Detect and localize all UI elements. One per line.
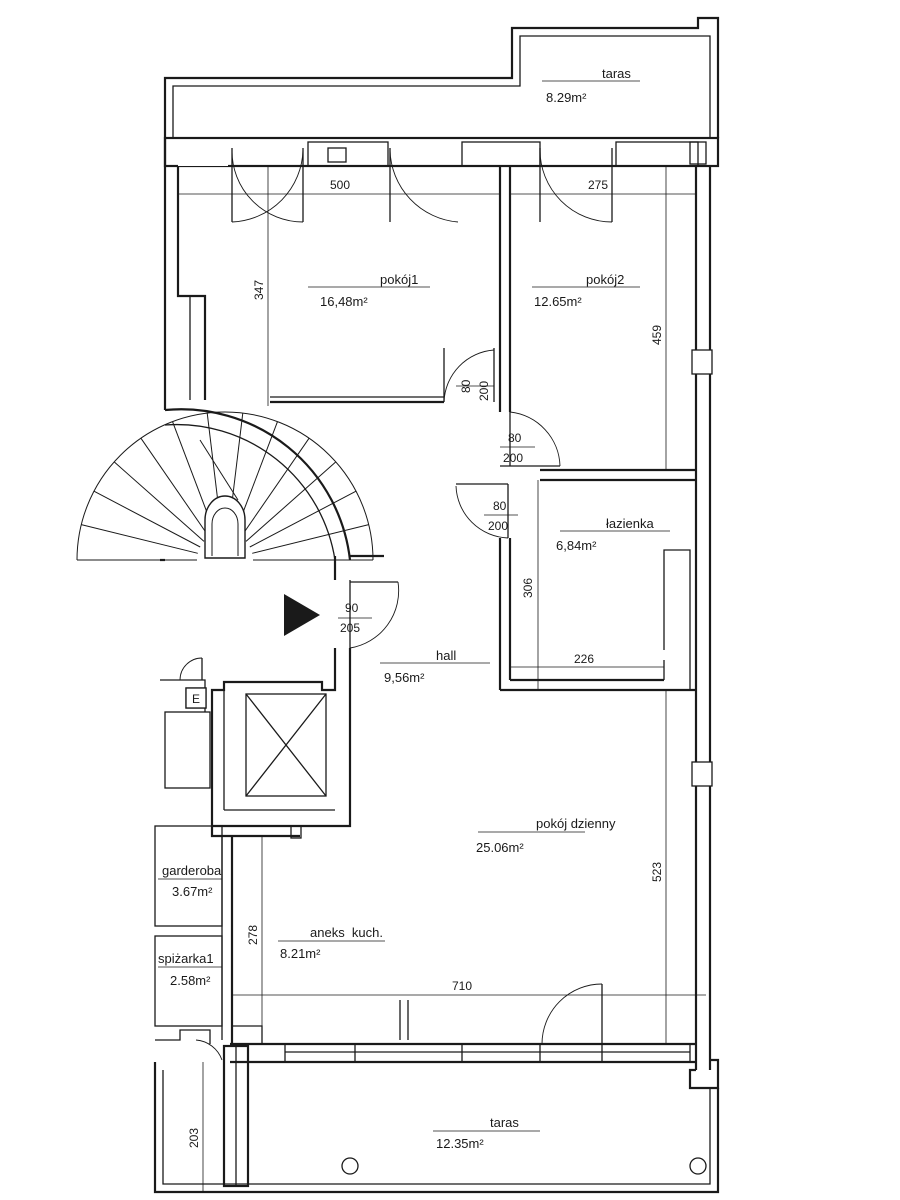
room-area-pokoj1: 16,48m² [320, 294, 368, 309]
doors [179, 148, 691, 1062]
door-lazienka-height: 200 [488, 519, 508, 533]
stair-core-inner [211, 507, 239, 556]
dimension-pokoj1-depth: 347 [252, 280, 266, 300]
dimension-dzienny-depth: 523 [650, 862, 664, 882]
stair-tread [252, 524, 369, 554]
stair-tread [93, 490, 201, 548]
symbols: E [185, 594, 320, 709]
room-name-lazienka: łazienka [606, 516, 654, 531]
room-name-pokoj1: pokój1 [380, 272, 418, 287]
interior-walls [154, 166, 696, 1044]
stair-tread [249, 490, 357, 548]
outer-walls [153, 16, 720, 1194]
door-lazienka-width: 80 [493, 499, 507, 513]
room-name-aneks-kuchenny: aneks kuch. [310, 925, 383, 940]
dimension-total-width: 710 [452, 979, 472, 993]
room-area-garderoba: 3.67m² [172, 884, 213, 899]
room-area-pokoj-dzienny: 25.06m² [476, 840, 524, 855]
stair-tread [113, 461, 205, 542]
door-entrance-height: 205 [340, 621, 360, 635]
dimension-lines [158, 80, 706, 1192]
room-name-taras-top: taras [602, 66, 631, 81]
door-entrance-width: 90 [345, 601, 359, 615]
room-name-taras-bottom: taras [490, 1115, 519, 1130]
spiral-staircase [76, 411, 374, 561]
stair-tread [81, 524, 198, 554]
stair-tread [240, 437, 310, 538]
stair-tread [140, 437, 210, 538]
dimension-taras-depth: 203 [187, 1128, 201, 1148]
stair-tread [245, 461, 337, 542]
door-pokoj2-width: 80 [508, 431, 522, 445]
room-name-pokoj2: pokój2 [586, 272, 624, 287]
room-name-garderoba: garderoba [162, 863, 222, 878]
elevator-marker: E [192, 692, 200, 706]
room-name-hall: hall [436, 648, 456, 663]
dimension-pokoj2-width: 275 [588, 178, 608, 192]
room-area-spizarka: 2.58m² [170, 973, 211, 988]
door-pokoj2-height: 200 [503, 451, 523, 465]
room-area-aneks-kuchenny: 8.21m² [280, 946, 321, 961]
room-area-pokoj2: 12.65m² [534, 294, 582, 309]
stair-direction-line [199, 439, 239, 501]
dimension-labels: 500 275 347 459 306 226 523 278 710 203 … [187, 178, 664, 1148]
entrance-arrow-icon [284, 594, 320, 636]
dimension-lazienka-width: 226 [574, 652, 594, 666]
room-area-hall: 9,56m² [384, 670, 425, 685]
door-pokoj1-height: 200 [477, 381, 491, 401]
stair-outline [76, 411, 374, 561]
dimension-lazienka-depth: 306 [521, 578, 535, 598]
room-labels: taras 8.29m² pokój1 16,48m² pokój2 12.65… [158, 66, 654, 1151]
room-area-lazienka: 6,84m² [556, 538, 597, 553]
room-area-taras-top: 8.29m² [546, 90, 587, 105]
room-name-pokoj-dzienny: pokój dzienny [536, 816, 616, 831]
dimension-pokoj2-depth: 459 [650, 325, 664, 345]
room-name-spizarka: spiżarka1 [158, 951, 214, 966]
stair-core [204, 495, 246, 559]
door-pokoj1-width: 80 [459, 379, 473, 393]
dimension-aneks-depth: 278 [246, 925, 260, 945]
dimension-pokoj1-width: 500 [330, 178, 350, 192]
room-area-taras-bottom: 12.35m² [436, 1136, 484, 1151]
